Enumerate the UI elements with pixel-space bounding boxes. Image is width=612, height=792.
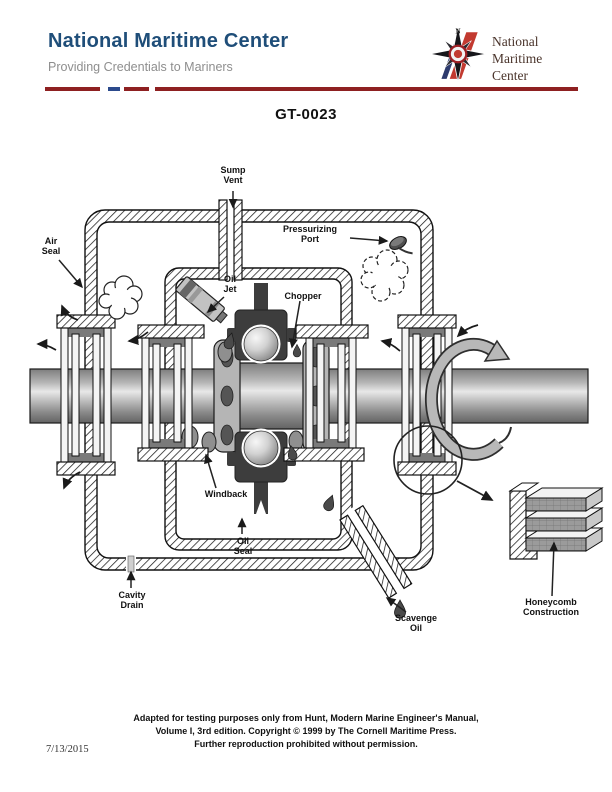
footer-line-3: Further reproduction prohibited without … [194, 739, 418, 749]
rule-segment-blue [108, 87, 120, 91]
page-title: National Maritime Center [48, 30, 289, 52]
labyrinth-seal-stack-mid-right [283, 324, 369, 462]
cavity-drain-slot [126, 555, 136, 573]
rule-segment [45, 87, 100, 91]
labyrinth-seal-stack-left [56, 314, 116, 476]
header-rule [45, 87, 578, 91]
air-puff-left [98, 275, 143, 320]
label-sump-vent: Sump Vent [220, 165, 246, 186]
rule-segment [155, 87, 578, 91]
flow-arrows [36, 304, 479, 490]
compass-north-letter: N [455, 27, 461, 35]
leader-oil-jet [206, 296, 225, 314]
label-oil-seal: Oil Seal [233, 536, 253, 557]
ball-bearing-lower [227, 428, 296, 514]
inner-housing [164, 267, 353, 551]
shaft-rotation-arrow [424, 337, 512, 461]
footer-date: 7/13/2015 [46, 744, 89, 755]
leader-arrows [58, 191, 559, 613]
labyrinth-seal-stack-mid-left [137, 324, 209, 462]
scavenge-tube [339, 504, 413, 599]
outer-housing [84, 209, 434, 571]
label-cavity-drain: Cavity Drain [118, 590, 146, 611]
honeycomb-callout [393, 425, 494, 501]
oil-drops [223, 332, 406, 619]
bearing-sleeve [229, 362, 307, 430]
leader-honeycomb [549, 541, 559, 597]
footer-line-2: Volume I, 3rd edition. Copyright © 1999 … [155, 726, 457, 736]
label-chopper: Chopper [284, 291, 322, 301]
oil-jet-nozzle [175, 276, 228, 324]
footer-line-1: Adapted for testing purposes only from H… [133, 713, 479, 723]
label-air-seal: Air Seal [41, 236, 61, 257]
ball-bearing-upper [227, 283, 296, 364]
label-scavenge-oil: Scavenge Oil [394, 613, 438, 634]
label-oil-jet: Oil Jet [223, 274, 237, 295]
label-windback: Windback [204, 489, 248, 499]
leader-chopper [288, 300, 301, 349]
bearing-ball [243, 430, 279, 466]
pressurizing-port-fitting [389, 236, 413, 255]
logo-wordmark: National Maritime Center [492, 34, 543, 83]
label-pressurizing-port: Pressurizing Port [282, 224, 338, 245]
leader-air-seal [58, 259, 83, 289]
sump-vent-tube [218, 196, 243, 284]
rule-segment [124, 87, 149, 91]
leader-scavenge-oil [385, 597, 407, 613]
leader-pressurizing-port [349, 235, 389, 245]
leader-windback [204, 453, 217, 489]
logo-seal-center [453, 49, 463, 59]
document-code: GT-0023 [275, 106, 337, 123]
footer-attribution: Adapted for testing purposes only from H… [0, 712, 612, 751]
bearing-ball [243, 326, 279, 362]
nmc-compass-logo-icon: N [429, 25, 487, 83]
honeycomb-detail [508, 482, 604, 560]
label-honeycomb-construction: Honeycomb Construction [523, 597, 579, 618]
air-puff-right [360, 249, 409, 302]
page-subtitle: Providing Credentials to Mariners [48, 60, 233, 74]
